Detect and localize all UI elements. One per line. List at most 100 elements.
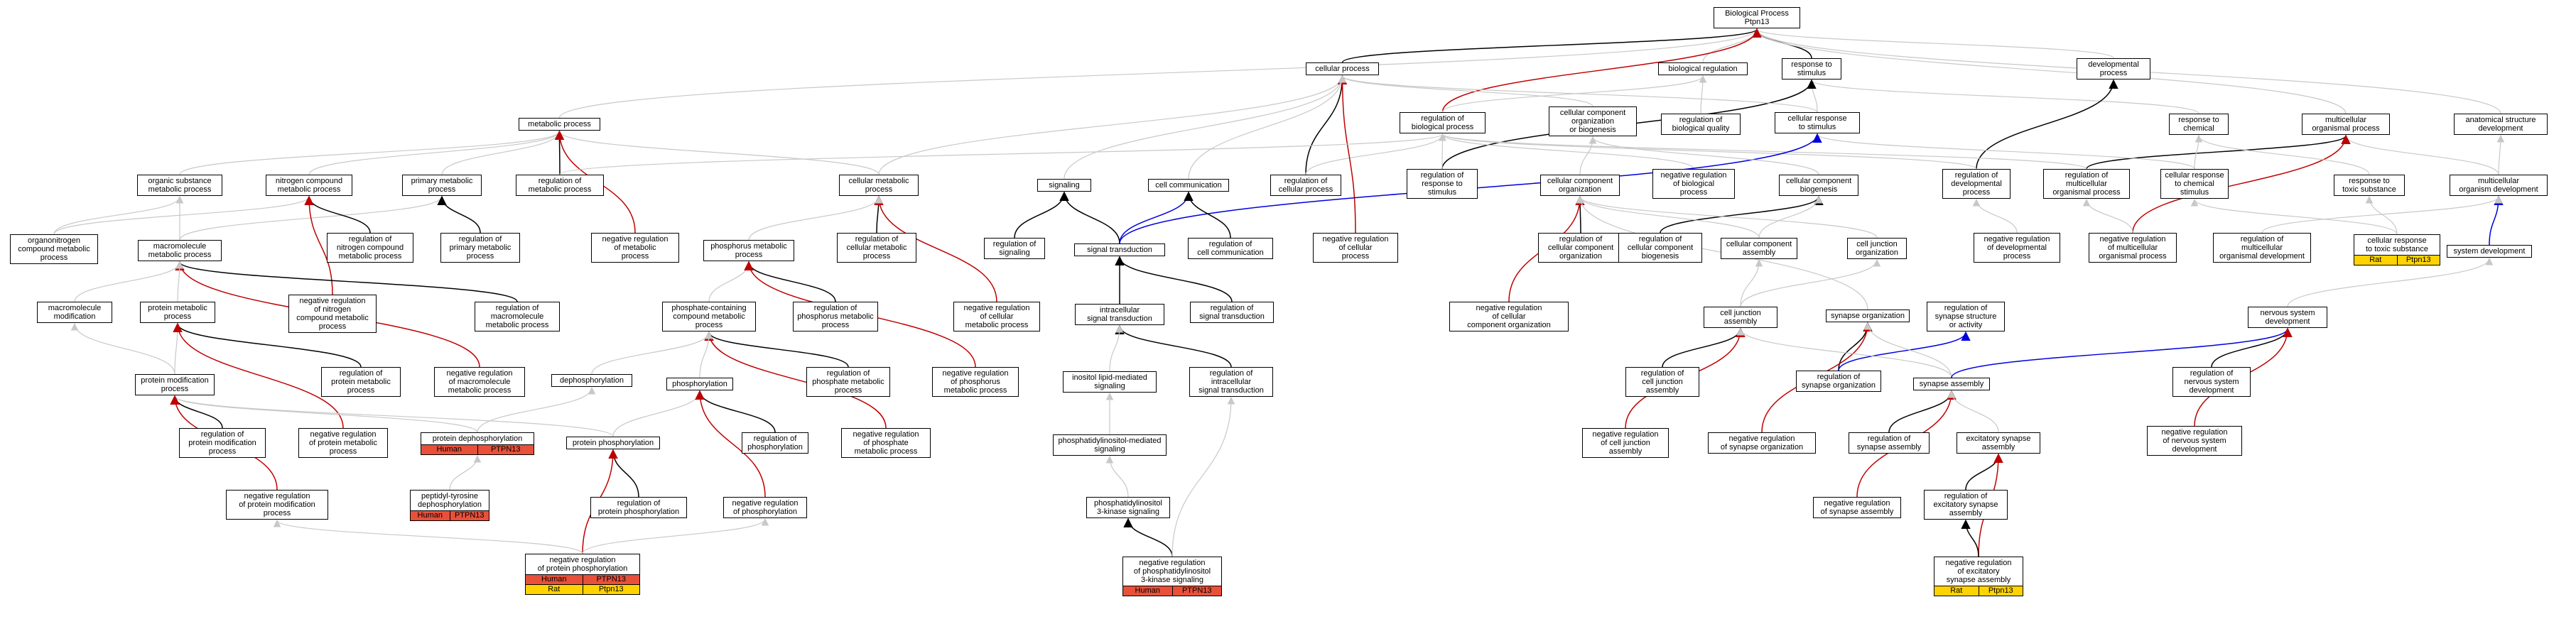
gray-relation-edge bbox=[441, 130, 563, 175]
gray-relation-edge bbox=[1972, 198, 2018, 234]
red-relation-edge bbox=[1441, 28, 1762, 113]
go-term-node: synapse assembly bbox=[1913, 378, 1990, 390]
black-relation-edge bbox=[1961, 519, 1979, 557]
black-relation-edge bbox=[1123, 517, 1173, 557]
go-term-label: dephosphorylation bbox=[560, 376, 624, 385]
gray-relation-edge bbox=[2261, 195, 2503, 234]
gray-relation-edge bbox=[1338, 75, 1593, 107]
go-term-node: protein phosphorylation bbox=[566, 437, 660, 449]
gray-relation-edge bbox=[1305, 133, 1446, 175]
black-relation-edge bbox=[704, 331, 849, 368]
gene-label: PTPN13 bbox=[477, 445, 534, 454]
go-term-node: signaling bbox=[1037, 179, 1091, 192]
black-relation-edge bbox=[2211, 327, 2293, 368]
gray-relation-edge bbox=[2365, 195, 2398, 235]
gray-relation-edge bbox=[1807, 79, 1818, 113]
species-label: Rat bbox=[2354, 256, 2397, 265]
gray-relation-edge bbox=[1736, 327, 1952, 378]
red-relation-edge bbox=[2132, 134, 2351, 234]
gene-label: Ptpn13 bbox=[2396, 256, 2440, 265]
black-relation-edge bbox=[1059, 191, 1120, 244]
go-term-label: cellular process bbox=[1315, 65, 1370, 73]
go-term-node: metabolic process bbox=[519, 118, 600, 131]
blue-relation-edge bbox=[1951, 327, 2293, 378]
blue-relation-edge bbox=[1838, 331, 1971, 371]
red-relation-edge bbox=[704, 331, 887, 429]
species-label: Rat bbox=[526, 585, 583, 594]
gray-relation-edge bbox=[556, 130, 880, 175]
go-term-node: cellular process bbox=[1306, 62, 1379, 75]
gene-label: PTPN13 bbox=[449, 511, 489, 520]
go-term-label: biological regulation bbox=[1668, 65, 1738, 73]
black-relation-edge bbox=[1115, 256, 1233, 302]
gray-relation-edge bbox=[175, 261, 184, 302]
black-relation-edge bbox=[175, 261, 518, 302]
gray-relation-edge bbox=[1439, 133, 1446, 170]
red-relation-edge bbox=[304, 195, 333, 295]
gray-relation-edge bbox=[2496, 134, 2505, 175]
species-label: Human bbox=[421, 445, 477, 454]
gray-relation-edge bbox=[2342, 134, 2499, 175]
black-relation-edge bbox=[1305, 75, 1348, 175]
gray-relation-edge bbox=[1171, 396, 1235, 557]
go-term-label: phosphorylation bbox=[672, 380, 727, 388]
gray-relation-edge bbox=[1740, 258, 1763, 307]
